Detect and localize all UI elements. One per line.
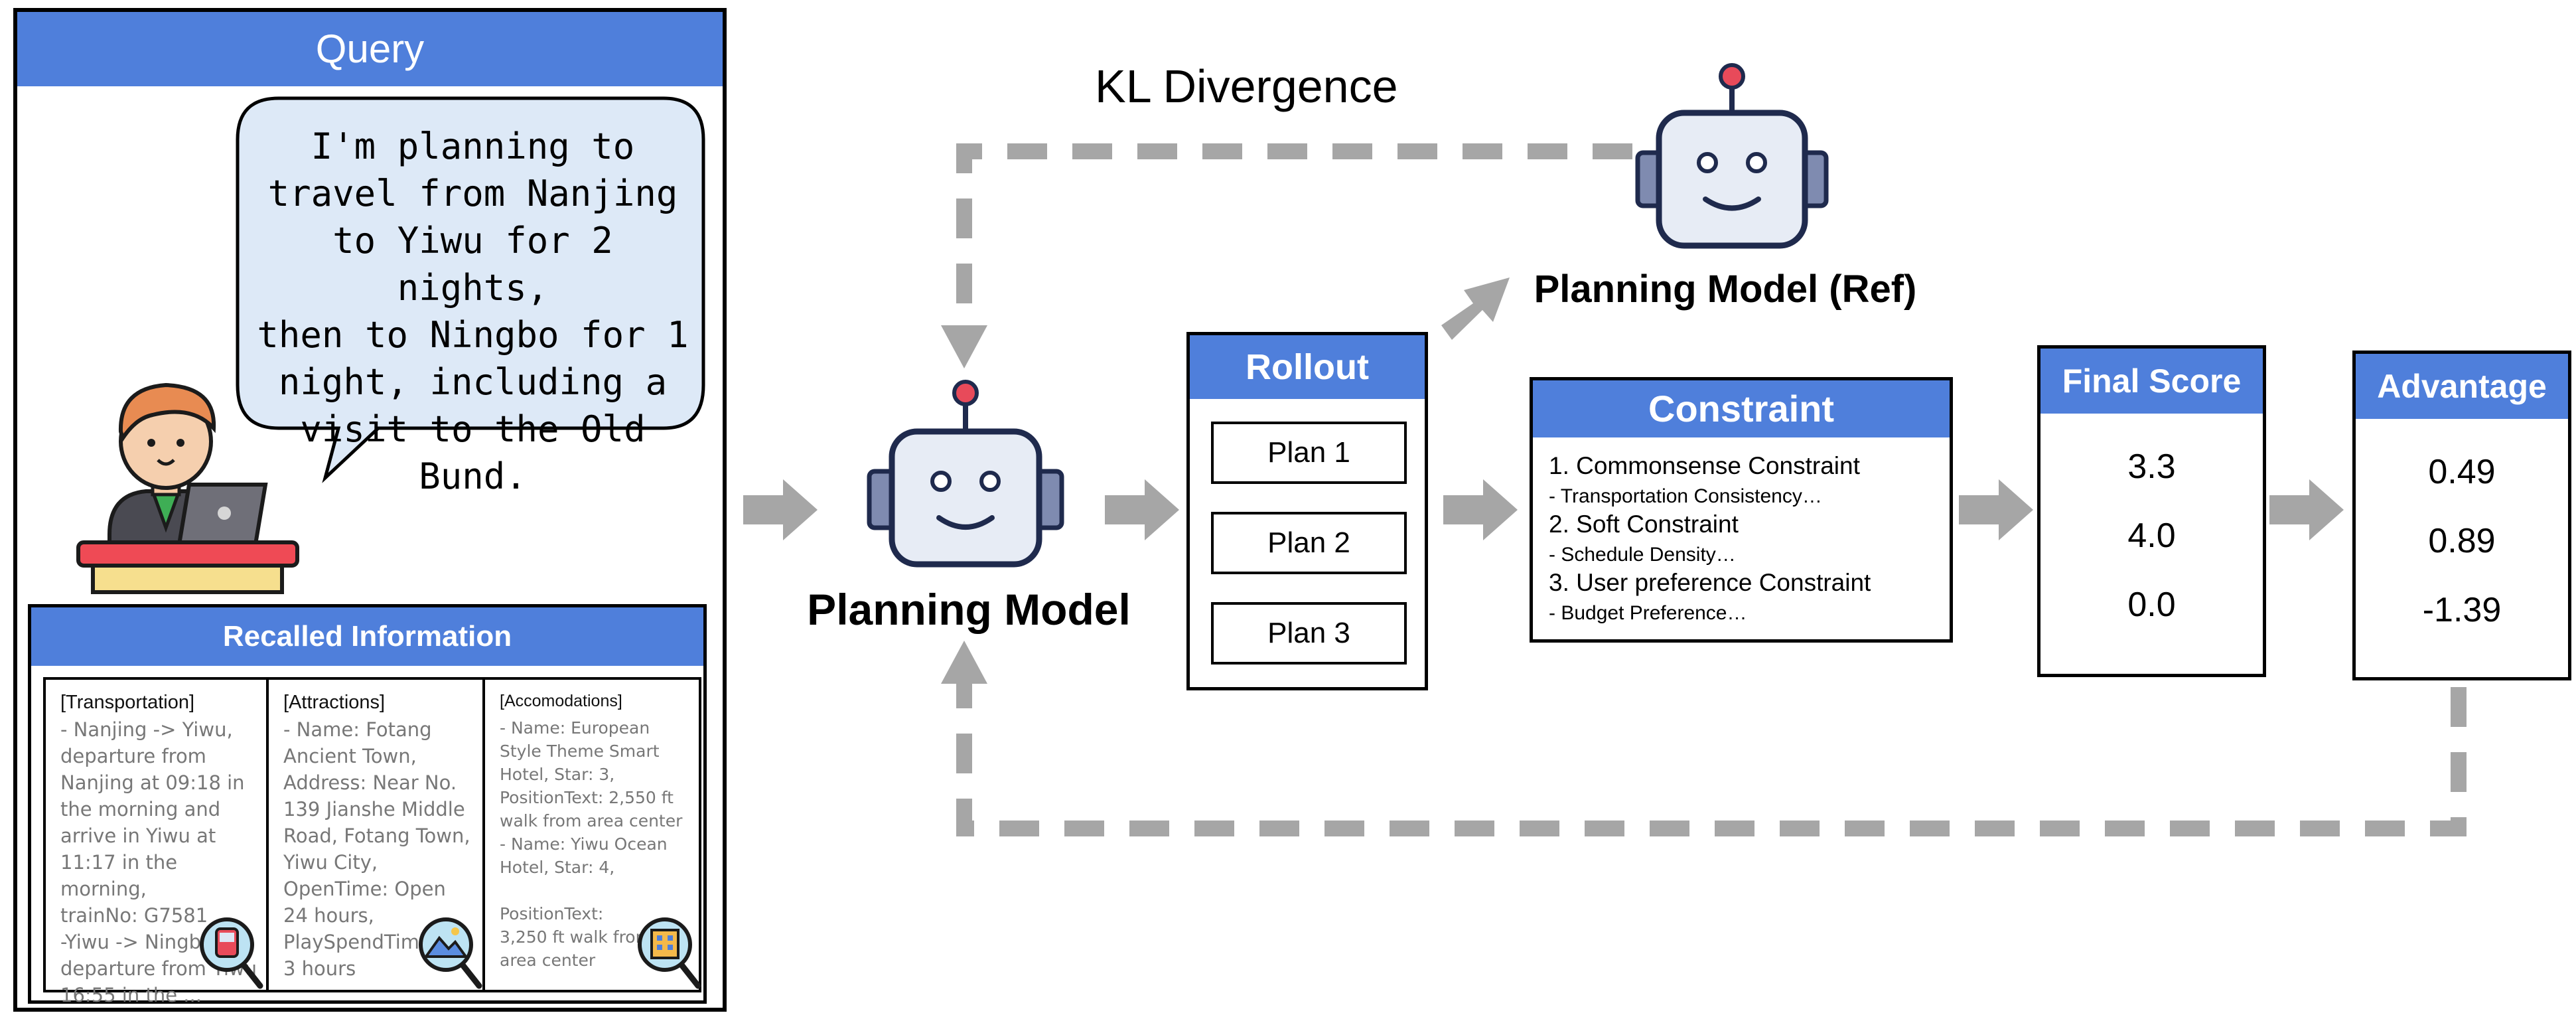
final-score-box: Final Score 3.3 4.0 0.0 (2037, 345, 2266, 677)
advantage-arrowhead (941, 641, 987, 684)
query-bubble-text: I'm planning to travel from Nanjing to Y… (257, 125, 689, 497)
user-laptop-icon (76, 382, 299, 594)
arrow-score-to-advantage (2269, 479, 2344, 540)
transportation-body: - Nanjing -> Yiwu, departure from Nanjin… (60, 718, 257, 1006)
recalled-header: Recalled Information (31, 607, 703, 666)
advantage-2: 0.89 (2428, 522, 2496, 560)
advantage-header: Advantage (2356, 354, 2568, 419)
transportation-title: [Transportation] (60, 692, 195, 713)
rollout-box: Rollout Plan 1 Plan 2 Plan 3 (1186, 332, 1428, 690)
arrow-constraint-to-score (1959, 479, 2033, 540)
kl-dashed-line (956, 143, 1632, 325)
plan-2: Plan 2 (1211, 512, 1407, 574)
speech-bubble (236, 96, 705, 483)
constraint-header: Constraint (1533, 380, 1950, 437)
arrow-query-to-model (743, 479, 818, 540)
advantage-dashed-line (956, 680, 2467, 836)
constraint-line-2: - Transportation Consistency… (1549, 485, 1822, 507)
constraint-line-6: - Budget Preference… (1549, 602, 1747, 624)
query-header: Query (17, 12, 723, 86)
kl-divergence-label: KL Divergence (1095, 60, 1398, 112)
transportation-card: [Transportation] - Nanjing -> Yiwu, depa… (43, 677, 269, 1006)
final-score-3: 0.0 (2127, 586, 2176, 624)
train-search-icon (200, 917, 263, 989)
advantage-1: 0.49 (2428, 453, 2496, 491)
final-score-header: Final Score (2040, 349, 2263, 414)
attractions-body: - Name: Fotang Ancient Town, Address: Ne… (283, 718, 470, 980)
final-score-1: 3.3 (2127, 447, 2176, 486)
advantage-box: Advantage 0.49 0.89 -1.39 (2352, 351, 2571, 680)
planning-model-ref-label: Planning Model (Ref) (1534, 268, 1917, 311)
landscape-search-icon (419, 917, 482, 989)
planning-robot-icon (867, 380, 1064, 568)
recalled-information-panel: Recalled Information [Transportation] - … (28, 604, 707, 1006)
ref-robot-icon (1635, 63, 1829, 249)
constraint-line-5: 3. User preference Constraint (1549, 569, 1871, 596)
attractions-title: [Attractions] (283, 692, 386, 713)
constraint-line-4: - Schedule Density… (1549, 544, 1736, 566)
constraint-line-1: 1. Commonsense Constraint (1549, 452, 1860, 479)
arrow-rollout-to-ref (1441, 277, 1510, 340)
constraint-box: Constraint 1. Commonsense Constraint - T… (1530, 377, 1953, 643)
kl-arrowhead (941, 325, 987, 368)
arrow-model-to-rollout (1105, 479, 1179, 540)
advantage-3: -1.39 (2422, 591, 2502, 629)
constraint-line-3: 2. Soft Constraint (1549, 510, 1739, 538)
arrow-rollout-to-constraint (1443, 479, 1518, 540)
rollout-header: Rollout (1190, 335, 1425, 399)
hotel-search-icon (638, 917, 701, 989)
final-score-2: 4.0 (2127, 516, 2176, 555)
plan-1: Plan 1 (1211, 422, 1407, 484)
planning-model-label: Planning Model (807, 585, 1131, 634)
plan-3: Plan 3 (1211, 602, 1407, 665)
accommodations-title: [Accomodations] (500, 692, 622, 710)
